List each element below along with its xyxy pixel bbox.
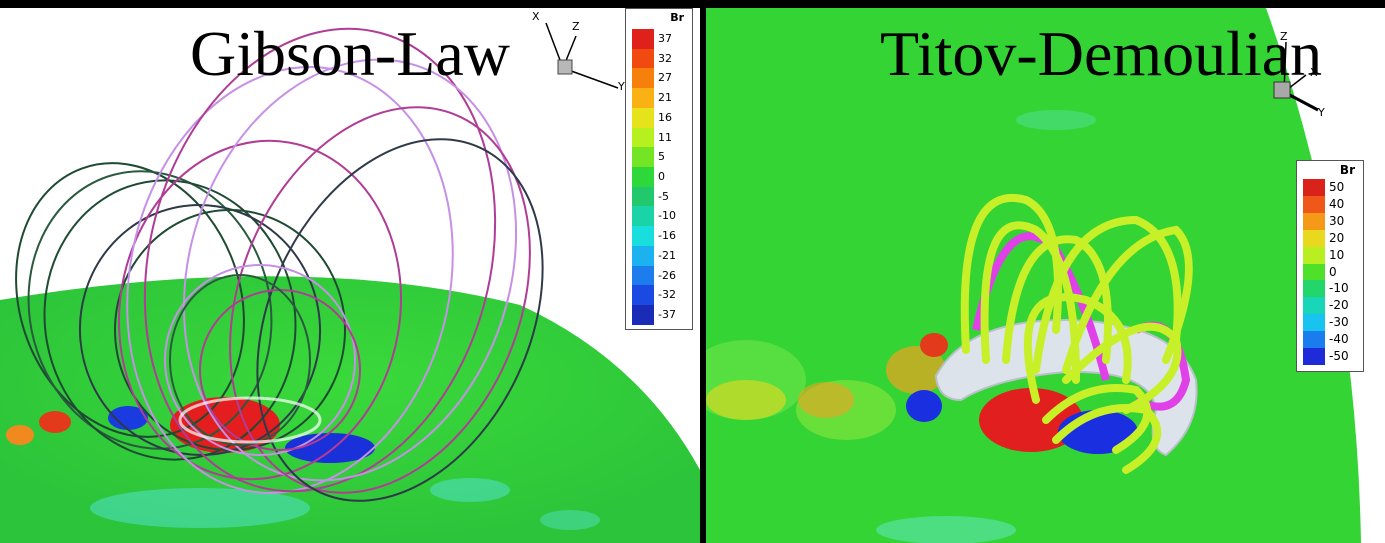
colorbar-swatch — [632, 285, 654, 306]
colorbar-tick-label: -40 — [1329, 332, 1349, 347]
colorbar-swatch — [1303, 348, 1325, 365]
top-border — [706, 0, 1385, 8]
colorbar-swatch — [1303, 195, 1325, 213]
axis-z-label: Z — [1280, 30, 1288, 43]
br-colorbar: Br 37 32 27 21 16 11 5 0 -5 -10 -16 -21 -26 -32 -37 — [625, 8, 693, 330]
colorbar-tick-label: -20 — [1329, 298, 1349, 313]
axis-z-label: Z — [572, 20, 580, 33]
colorbar-tick-label: -50 — [1329, 349, 1349, 364]
colorbar-swatch — [1303, 263, 1325, 281]
colorbar-swatch — [1303, 297, 1325, 315]
axis-x-label: X — [532, 10, 540, 23]
colorbar-swatch — [632, 127, 654, 148]
colorbar-swatch — [1303, 314, 1325, 332]
axis-triad: X Z Y — [528, 8, 628, 98]
colorbar-tick-label: -32 — [658, 288, 676, 302]
colorbar-swatch — [632, 245, 654, 266]
colorbar-swatch — [632, 107, 654, 128]
colorbar-tick-label: -30 — [1329, 315, 1349, 330]
colorbar-title: Br — [670, 11, 684, 24]
colorbar-tick-label: 27 — [658, 71, 672, 85]
colorbar-tick-label: 21 — [658, 91, 672, 105]
colorbar-swatch — [632, 186, 654, 207]
colorbar-tick-label: -10 — [658, 209, 676, 223]
axis-y-label: Y — [618, 80, 625, 93]
colorbar-swatch — [1303, 229, 1325, 247]
colorbar-tick-label: 5 — [658, 150, 665, 164]
colorbar-tick-label: 30 — [1329, 213, 1345, 228]
colorbar-swatches — [632, 29, 654, 325]
gibson-law-panel: Gibson-Law X Z Y Br 37 32 27 21 16 11 5 0 -5 -10 -… — [0, 0, 700, 543]
colorbar-tick-label: 0 — [1329, 264, 1337, 279]
titov-demoulian-panel: Titov-Demoulian Z X Y Br 50 40 30 20 10 0 -10 -… — [706, 0, 1385, 543]
axis-cube-icon — [1273, 41, 1319, 112]
colorbar-tick-label: 20 — [1329, 230, 1345, 245]
colorbar-tick-label: 16 — [658, 110, 672, 124]
colorbar-labels: 50 40 30 20 10 0 -10 -20 -30 -40 -50 — [1329, 179, 1349, 365]
colorbar-swatch — [632, 167, 654, 187]
axis-cube-icon — [545, 22, 619, 89]
gibson-law-visualization — [0, 27, 700, 543]
axis-triad: Z X Y — [1266, 30, 1326, 130]
flux-rope-tube — [934, 318, 1198, 457]
colorbar-swatch — [632, 206, 654, 227]
colorbar-tick-label: -26 — [658, 268, 676, 282]
top-border — [0, 0, 700, 8]
colorbar-swatch — [1303, 280, 1325, 298]
axis-y-label: Y — [1318, 106, 1325, 119]
colorbar-tick-label: -5 — [658, 189, 669, 203]
colorbar-tick-label: -21 — [658, 248, 676, 262]
colorbar-tick-label: 37 — [658, 32, 672, 45]
br-colorbar: Br 50 40 30 20 10 0 -10 -20 -30 -40 -50 — [1296, 160, 1364, 372]
colorbar-swatch — [1303, 179, 1325, 196]
colorbar-swatch — [632, 68, 654, 89]
colorbar-swatch — [632, 48, 654, 69]
titov-demoulian-visualization — [706, 0, 1385, 543]
colorbar-tick-label: -37 — [658, 308, 676, 322]
colorbar-tick-label: -16 — [658, 229, 676, 243]
colorbar-tick-label: 11 — [658, 130, 672, 144]
colorbar-swatch — [632, 265, 654, 286]
panel-title: Titov-Demoulian — [880, 18, 1323, 89]
panel-title: Gibson-Law — [190, 18, 510, 89]
colorbar-swatch — [1303, 212, 1325, 230]
colorbar-swatch — [632, 88, 654, 108]
colorbar-swatch — [1303, 331, 1325, 349]
colorbar-swatch — [632, 147, 654, 168]
colorbar-swatch — [632, 305, 654, 325]
colorbar-swatches — [1303, 179, 1325, 365]
colorbar-title: Br — [1339, 163, 1355, 177]
colorbar-swatch — [632, 29, 654, 49]
colorbar-tick-label: 32 — [658, 51, 672, 65]
colorbar-tick-label: -10 — [1329, 281, 1349, 296]
colorbar-tick-label: 40 — [1329, 196, 1345, 211]
colorbar-swatch — [632, 226, 654, 246]
colorbar-tick-label: 0 — [658, 170, 665, 184]
colorbar-tick-label: 10 — [1329, 247, 1345, 262]
colorbar-tick-label: 50 — [1329, 180, 1345, 194]
axis-x-label: X — [1310, 66, 1318, 79]
colorbar-labels: 37 32 27 21 16 11 5 0 -5 -10 -16 -21 -26 -32 -37 — [658, 29, 676, 325]
colorbar-swatch — [1303, 246, 1325, 264]
